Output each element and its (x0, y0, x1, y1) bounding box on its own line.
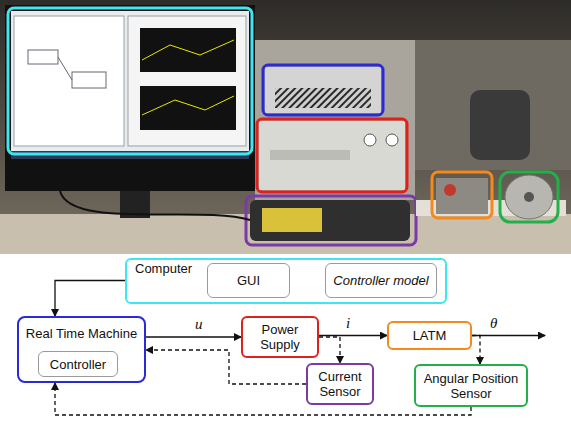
back-room (400, 40, 571, 170)
signal-label: i (344, 315, 352, 331)
monitor-screen (11, 11, 249, 151)
model-wire (58, 57, 72, 80)
node-label: Controller (50, 357, 106, 372)
feedback-arrow (55, 383, 471, 415)
node-heading: Computer (135, 261, 192, 276)
latm-part (444, 184, 456, 196)
knob (364, 134, 376, 146)
power-supply-frame (257, 119, 407, 192)
angle-sensor-box: Angular Position Sensor (414, 364, 528, 407)
scope-trace (142, 96, 234, 115)
switch-row (270, 150, 350, 160)
signal-label: u (193, 316, 205, 332)
model-block (28, 50, 58, 64)
real-time-box: Real Time MachineController (17, 316, 146, 383)
monitor-bezel (5, 5, 255, 191)
current-probe (250, 200, 410, 241)
feedback-arrow (319, 337, 340, 363)
real-time-machine (265, 67, 381, 113)
latm-box: LATM (387, 321, 472, 350)
wall-background (0, 0, 571, 254)
signal-arrow (319, 335, 387, 336)
cable (60, 191, 250, 220)
node-label: Power Supply (247, 322, 313, 352)
power-supply (259, 121, 405, 190)
signal-label: θ (488, 315, 499, 331)
gui-box: GUI (207, 263, 290, 298)
node-label: Angular Position Sensor (420, 371, 522, 401)
power-supply-box: Power Supply (241, 316, 319, 358)
lab-photo (0, 0, 571, 254)
model-box: Controller model (325, 263, 437, 298)
current-probe-frame (246, 196, 416, 245)
current-sensor-box: Current Sensor (306, 363, 374, 405)
signal-arrow (146, 336, 241, 337)
scope-plot (140, 86, 236, 130)
output-arrow (472, 335, 545, 336)
knob (386, 134, 398, 146)
model-block (72, 72, 106, 88)
node-heading: Real Time Machine (19, 326, 144, 341)
node-label: LATM (413, 328, 447, 343)
latm (436, 178, 488, 214)
sensor-shaft (524, 192, 534, 202)
probe-label (262, 208, 322, 232)
computer-frame (8, 8, 252, 154)
feedback-arrow (472, 336, 480, 365)
node-label: Controller model (333, 273, 428, 288)
rack-frame (255, 40, 415, 200)
computer-box: ComputerGUI Controller model (125, 258, 447, 304)
io-connectors (275, 88, 371, 108)
node-label: Current Sensor (312, 369, 368, 399)
latm-frame (432, 172, 492, 218)
model-window (14, 16, 124, 146)
angular-sensor-frame (500, 172, 558, 222)
chair (470, 90, 530, 160)
angular-sensor (505, 175, 553, 219)
node-label: GUI (237, 273, 260, 288)
controller-box: Controller (38, 351, 118, 377)
scope-trace (142, 40, 234, 60)
scope-window (128, 16, 246, 146)
real-time-frame (263, 65, 383, 115)
scope-plot (140, 28, 236, 72)
